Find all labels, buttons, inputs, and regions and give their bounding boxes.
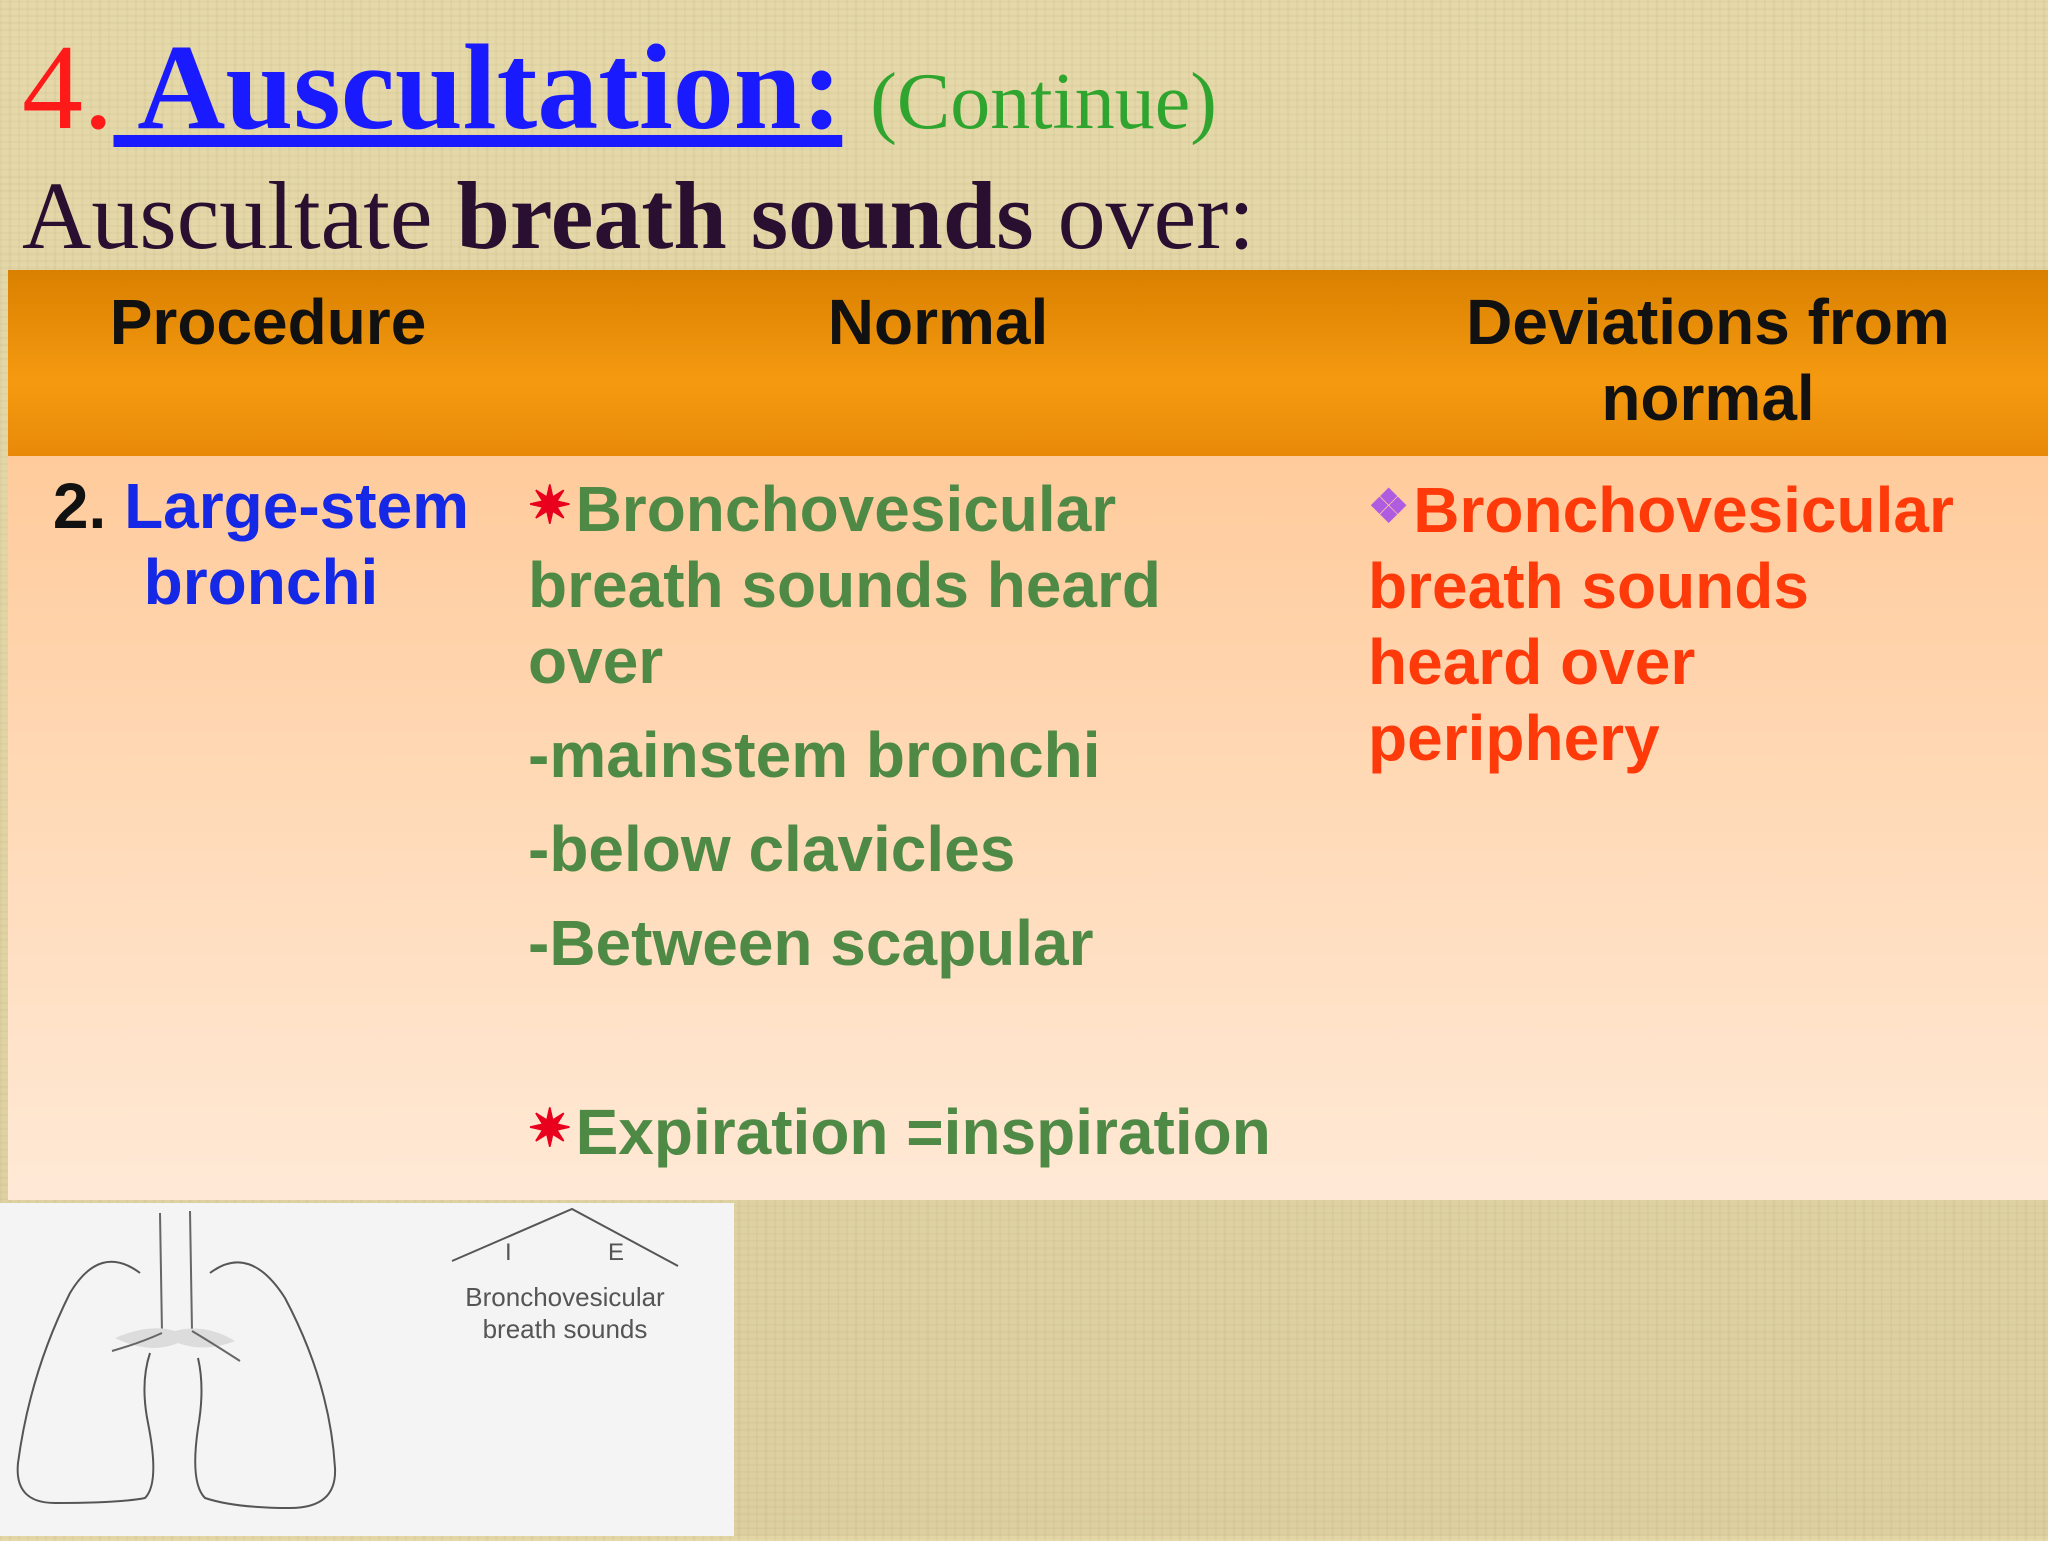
title-continue: (Continue) <box>870 58 1217 146</box>
deviation-line1: Bronchovesicular <box>1413 474 1954 546</box>
normal-item-mainstem: -mainstem bronchi <box>528 719 1101 791</box>
title-main: Auscultation: <box>113 20 843 155</box>
purple-diamond-icon: ❖ <box>1368 480 1410 532</box>
procedure-cell: 2. Large-stem bronchi <box>26 468 496 620</box>
label-i: I <box>505 1239 512 1266</box>
table-body: 2. Large-stem bronchi ✷Bronchovesicular … <box>8 456 2048 1200</box>
normal-ratio: Expiration =inspiration <box>575 1096 1271 1168</box>
table-header: Procedure Normal Deviations from normal <box>8 270 2048 456</box>
normal-line2: breath sounds heard <box>528 549 1161 621</box>
normal-item-scapular: -Between scapular <box>528 907 1094 979</box>
red-star-icon: ✷ <box>528 477 572 535</box>
subtitle-bold: breath sounds <box>456 162 1034 269</box>
red-star-icon: ✷ <box>528 1100 572 1158</box>
normal-cell: ✷Bronchovesicular breath sounds heard ov… <box>528 468 1348 1170</box>
lung-figure: I E Bronchovesicular breath sounds <box>0 1203 734 1536</box>
procedure-number: 2. <box>52 470 107 542</box>
normal-item-clavicles: -below clavicles <box>528 813 1016 885</box>
auscultation-table: Procedure Normal Deviations from normal … <box>8 270 2048 1200</box>
subtitle-part2: over: <box>1033 162 1255 269</box>
slide-title: 4. Auscultation: (Continue) <box>22 18 1217 155</box>
lung-outline-drawing <box>16 1207 679 1510</box>
header-deviations-line2: normal <box>1601 362 1815 434</box>
header-procedure: Procedure <box>109 286 427 358</box>
figure-caption-line1: Bronchovesicular <box>465 1282 665 1312</box>
normal-line1: Bronchovesicular <box>575 473 1117 545</box>
label-e: E <box>608 1239 625 1266</box>
slide-subtitle: Auscultate breath sounds over: <box>22 160 1255 271</box>
figure-caption: Bronchovesicular breath sounds <box>420 1281 710 1345</box>
deviation-line2: breath sounds <box>1368 550 1809 622</box>
header-normal: Normal <box>827 286 1049 358</box>
deviation-line3: heard over <box>1368 626 1696 698</box>
deviation-line4: periphery <box>1368 702 1660 774</box>
header-deviations: Deviations from normal <box>1368 284 2048 436</box>
header-deviations-line1: Deviations from <box>1466 286 1950 358</box>
subtitle-part1: Auscultate <box>22 162 457 269</box>
normal-line3: over <box>528 625 664 697</box>
procedure-label-line1: Large-stem <box>124 470 470 542</box>
figure-caption-line2: breath sounds <box>482 1314 648 1344</box>
procedure-label-line2: bronchi <box>143 546 379 618</box>
title-number: 4. <box>22 20 114 155</box>
deviation-cell: ❖Bronchovesicular breath sounds heard ov… <box>1368 468 2048 776</box>
